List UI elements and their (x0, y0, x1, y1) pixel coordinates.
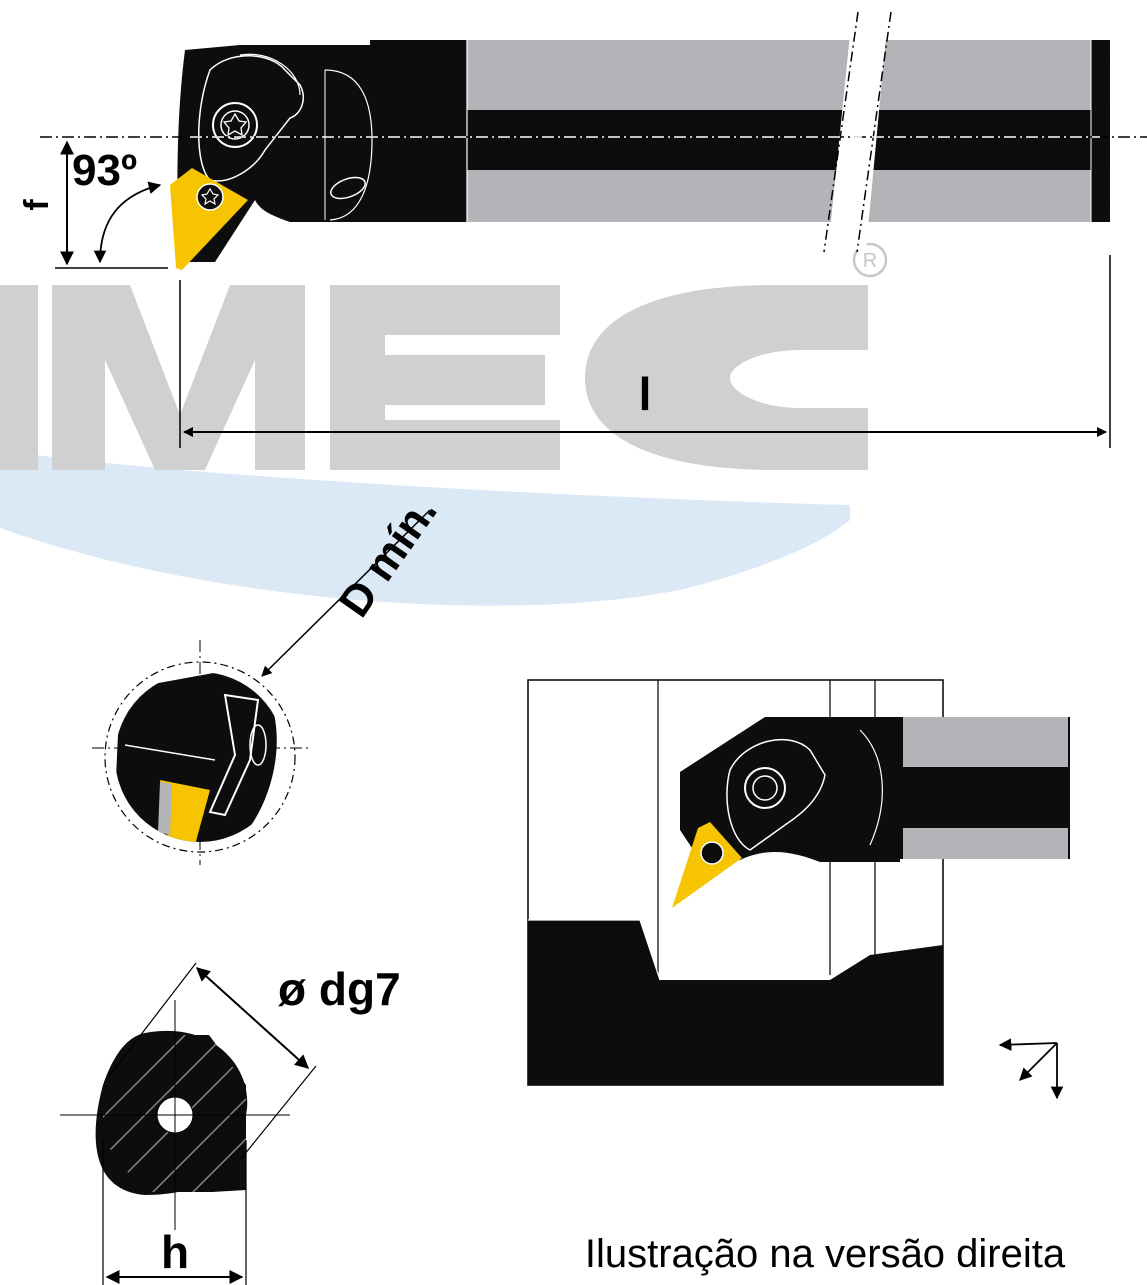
bar-insert (672, 822, 742, 908)
shank-cross-section: h ø dg7 (60, 962, 401, 1285)
dimension-angle: 93º (72, 146, 162, 264)
workpiece-body (528, 920, 943, 1085)
caption: Ilustração na versão direita (585, 1232, 1066, 1276)
label-angle: 93º (72, 146, 137, 195)
watermark: R (0, 242, 888, 606)
coolant-hole (330, 176, 366, 200)
feed-direction-arrows (998, 1038, 1064, 1100)
bar-clamp-screw (744, 767, 786, 809)
insert-yellow (170, 168, 248, 270)
insert-screw (196, 183, 224, 211)
shank-flat-top (467, 40, 1091, 110)
label-shank-diameter: ø dg7 (278, 963, 401, 1015)
boring-illustration (527, 679, 1070, 1086)
end-view-detail (92, 640, 310, 865)
watermark-blue-swoosh (0, 450, 850, 606)
dimension-length: l (179, 255, 1111, 448)
shank-end (1090, 40, 1109, 222)
watermark-letters (0, 285, 868, 470)
detail-insert (160, 780, 210, 842)
shank-flat-bottom (467, 170, 1091, 222)
boring-bar-side-view (40, 11, 1147, 270)
break-gap (828, 15, 888, 250)
clamp-screw (212, 102, 258, 148)
label-length: l (639, 368, 652, 420)
bar-flat-bottom (903, 828, 1068, 859)
registered-mark (852, 242, 888, 278)
label-h: h (161, 1226, 189, 1278)
registered-mark-letter: R (863, 250, 877, 272)
dimension-f: f (18, 140, 168, 269)
bar-flat-top (903, 717, 1068, 767)
label-f: f (18, 199, 56, 211)
